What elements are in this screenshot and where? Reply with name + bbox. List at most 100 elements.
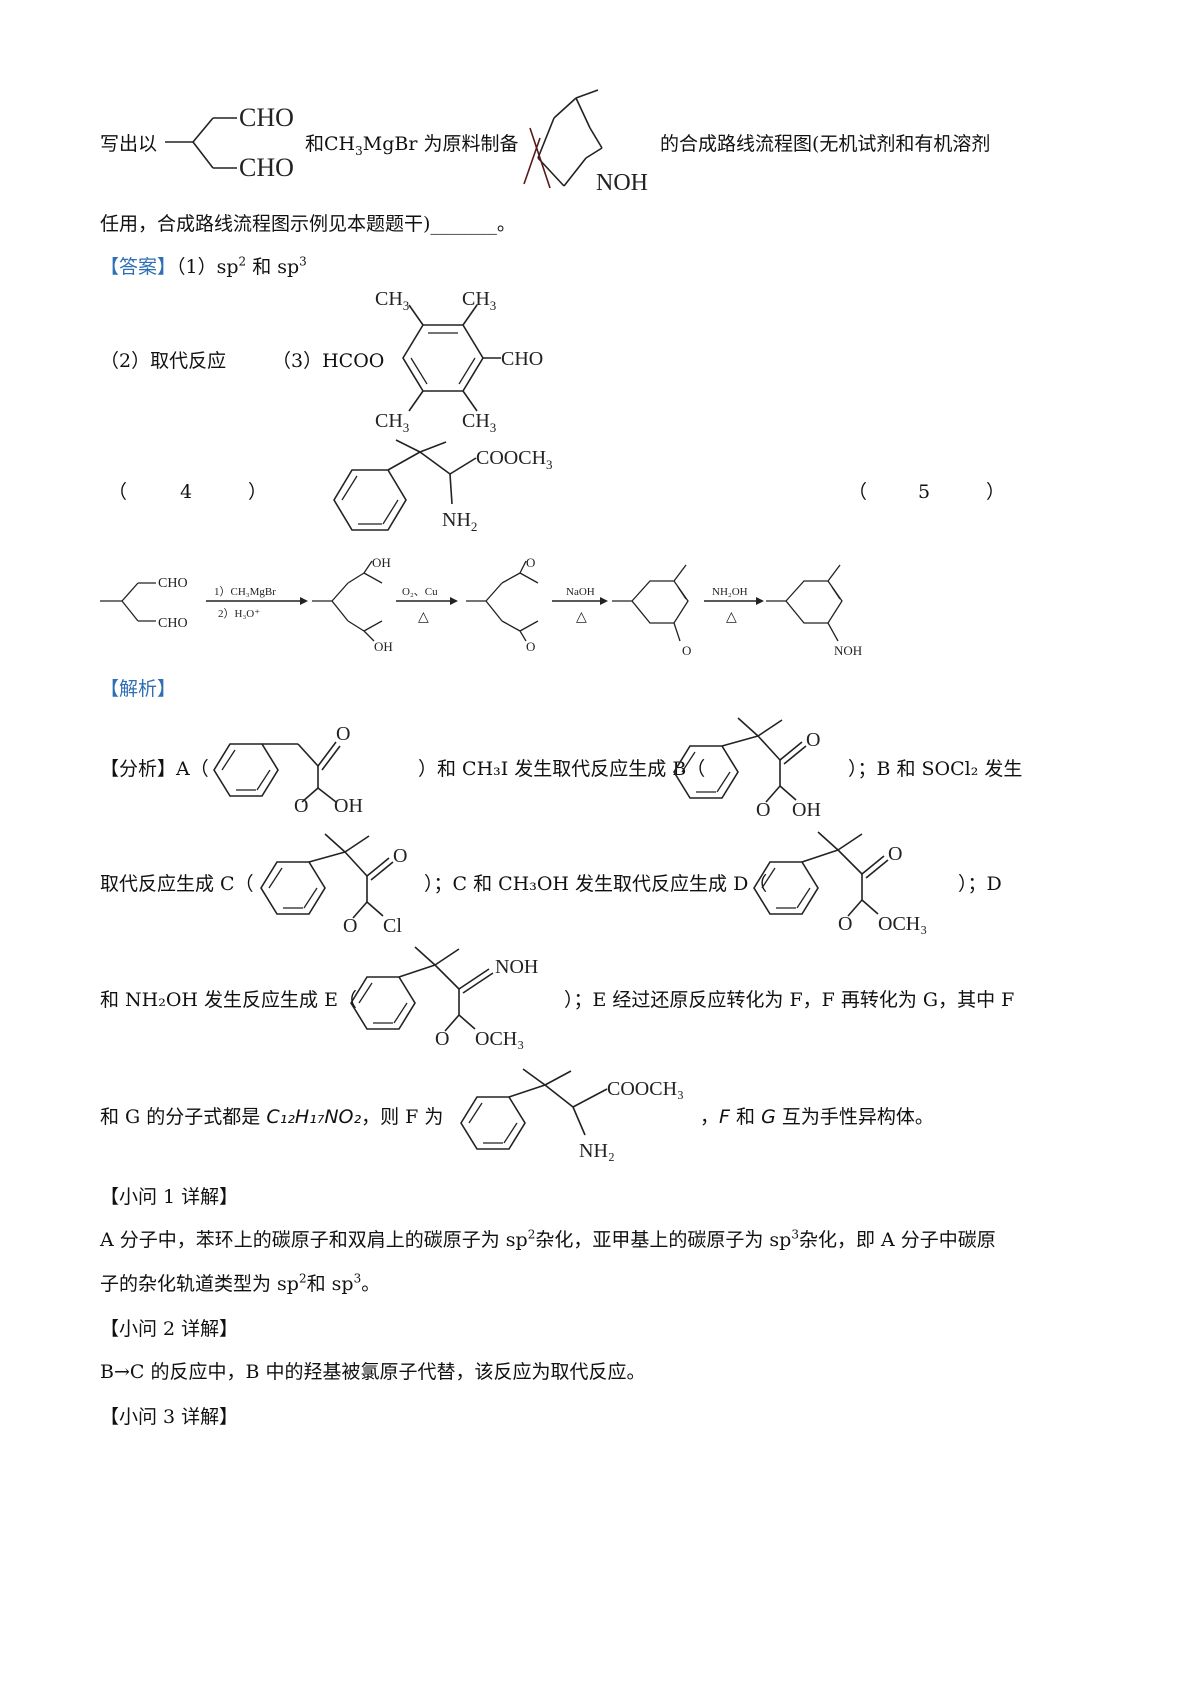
p2-b: ）；C 和 CH₃OH 发生取代反应生成 D（ (424, 873, 768, 895)
a1-sup1: 2 (238, 254, 247, 269)
compound-b-structure: O O OH (673, 717, 821, 821)
ch3-label: CH (462, 410, 490, 432)
heat-symbol: △ (418, 610, 429, 625)
reagent-tail: MgBr (362, 133, 418, 155)
ch3-label: CH (375, 288, 403, 310)
nh2-label: NH (442, 509, 471, 531)
cho-label: CHO (239, 153, 294, 182)
compound-f-structure: COOCH₃ NH₂ (460, 1068, 684, 1162)
svg-text:COOCH3: COOCH3 (476, 447, 553, 472)
step4-top: NH₂OH (712, 586, 748, 598)
reagent-ch: CH (324, 133, 356, 155)
a1-mid: 和 sp (252, 256, 300, 278)
cho-label: CHO (239, 103, 294, 132)
a4-num: 4 (180, 481, 193, 503)
label-noh: NOH (495, 956, 538, 978)
step1-top: 1）CH₃MgBr (214, 585, 276, 598)
label-cooch3: COOCH₃ (607, 1078, 684, 1100)
p2-a: 取代反应生成 C（ (100, 873, 254, 895)
label-och3: OCH₃ (475, 1028, 524, 1050)
label-o: O (806, 729, 820, 751)
a4-structure: COOCH3 NH2 (333, 439, 553, 534)
label-o: O (294, 795, 308, 817)
q1-line2-a: 子的杂化轨道类型为 sp (100, 1273, 299, 1295)
a5-open: （ (848, 481, 868, 503)
p1-b: ）和 CH₃I 发生取代反应生成 B（ (418, 758, 706, 780)
label-cl: Cl (383, 915, 402, 937)
q1-sup4: 3 (353, 1271, 362, 1286)
q1-line2: 子的杂化轨道类型为 sp2和 sp3。 (100, 1270, 380, 1298)
q5-mid1: 和 (305, 133, 325, 155)
p4-b: ，则 F 为 (361, 1106, 444, 1128)
step1-bottom: 2）H₃O⁺ (218, 607, 260, 620)
a1-sup2: 3 (299, 254, 307, 269)
q1-line2-b: 和 sp (306, 1273, 354, 1295)
route-o: O (526, 555, 535, 570)
q1-line1-b: 杂化，亚甲基上的碳原子为 sp (535, 1229, 792, 1251)
svg-text:CH3: CH3 (375, 410, 409, 435)
route-o: O (526, 639, 535, 654)
label-o: O (888, 843, 902, 865)
label-oh: OH (792, 799, 821, 821)
q3-title: 【小问 3 详解】 (100, 1406, 239, 1428)
q1-sup2: 3 (791, 1227, 799, 1242)
glutaraldehyde-structure: CHO CHO (165, 103, 294, 182)
heat-symbol: △ (726, 610, 737, 625)
p4-lead: 和 G 的分子式都是 (100, 1106, 261, 1128)
label-o: O (336, 723, 350, 745)
label-nh2: NH₂ (579, 1140, 615, 1162)
p4-f: F (719, 1106, 730, 1128)
label-o: O (756, 799, 770, 821)
label-oh: OH (334, 795, 363, 817)
synthesis-route: CHO CHO 1）CH₃MgBr 2）H₃O⁺ OH OH O₂、Cu △ O… (100, 555, 862, 658)
step2-top: O₂、Cu (402, 586, 438, 598)
q1-title: 【小问 1 详解】 (100, 1186, 239, 1208)
compound-e-structure: NOH O OCH₃ (350, 946, 538, 1050)
p4-comma: ， (700, 1106, 720, 1128)
compound-a-structure: O O OH (213, 723, 363, 817)
q1-line1-c: 杂化，即 A 分子中碳原 (798, 1229, 996, 1251)
a5-num: 5 (918, 481, 931, 503)
route-cho: CHO (158, 616, 188, 631)
p3-b: ）；E 经过还原反应转化为 F，F 再转化为 G，其中 F (564, 989, 1015, 1011)
svg-text:CH3: CH3 (462, 288, 496, 313)
q1-line2-c: 。 (361, 1273, 381, 1295)
svg-text:CH3: CH3 (375, 288, 409, 313)
compound-d-structure: O O OCH₃ (753, 831, 927, 935)
route-cho: CHO (158, 576, 188, 591)
p1-c: ）；B 和 SOCl₂ 发生 (848, 758, 1023, 780)
ch3-label: CH (462, 288, 490, 310)
route-noh: NOH (834, 643, 862, 658)
a3-cho: CHO (501, 348, 543, 370)
q5-lead: 写出以 (100, 133, 158, 155)
label-och3: OCH₃ (878, 913, 927, 935)
p3-a: 和 NH₂OH 发生反应生成 E（ (100, 989, 357, 1011)
ch3-label: CH (375, 410, 403, 432)
a4-open: （ (108, 481, 128, 503)
p4-tail: ，F 和 G 互为手性异构体。 (700, 1103, 934, 1131)
q5-reagent: 和CH3MgBr 为原料制备 (305, 130, 519, 158)
answer-line1: 【答案】（1）sp2 和 sp3 (100, 253, 307, 281)
a3-structure: CH3 CH3 CH3 CH3 CHO (375, 288, 543, 435)
q5-mid2: 为原料制备 (423, 133, 519, 155)
svg-text:NH2: NH2 (442, 509, 477, 534)
q1-line1-a: A 分子中，苯环上的碳原子和双肩上的碳原子为 sp (100, 1229, 528, 1251)
p1-a: 【分析】A（ (100, 758, 209, 780)
target-oxime-structure: NOH (523, 89, 648, 196)
svg-text:CH3: CH3 (462, 410, 496, 435)
compound-c-structure: O O Cl (260, 833, 407, 937)
label-o: O (343, 915, 357, 937)
a5-close: ） (986, 481, 1006, 503)
p4-and: 和 (736, 1106, 756, 1128)
q1-sup1: 2 (527, 1227, 536, 1242)
route-oh: OH (374, 639, 393, 654)
step3-top: NaOH (566, 586, 595, 598)
noh-label: NOH (596, 170, 648, 196)
q2-title: 【小问 2 详解】 (100, 1318, 239, 1340)
q2-text: B→C 的反应中，B 中的羟基被氯原子代替，该反应为取代反应。 (100, 1361, 646, 1383)
a3-prefix: （3）HCOO (272, 350, 385, 372)
label-o: O (393, 845, 407, 867)
p2-c: ）；D (958, 873, 1002, 895)
q5-tail: 的合成路线流程图(无机试剂和有机溶剂 (660, 133, 991, 155)
analysis-label: 【解析】 (100, 678, 177, 700)
